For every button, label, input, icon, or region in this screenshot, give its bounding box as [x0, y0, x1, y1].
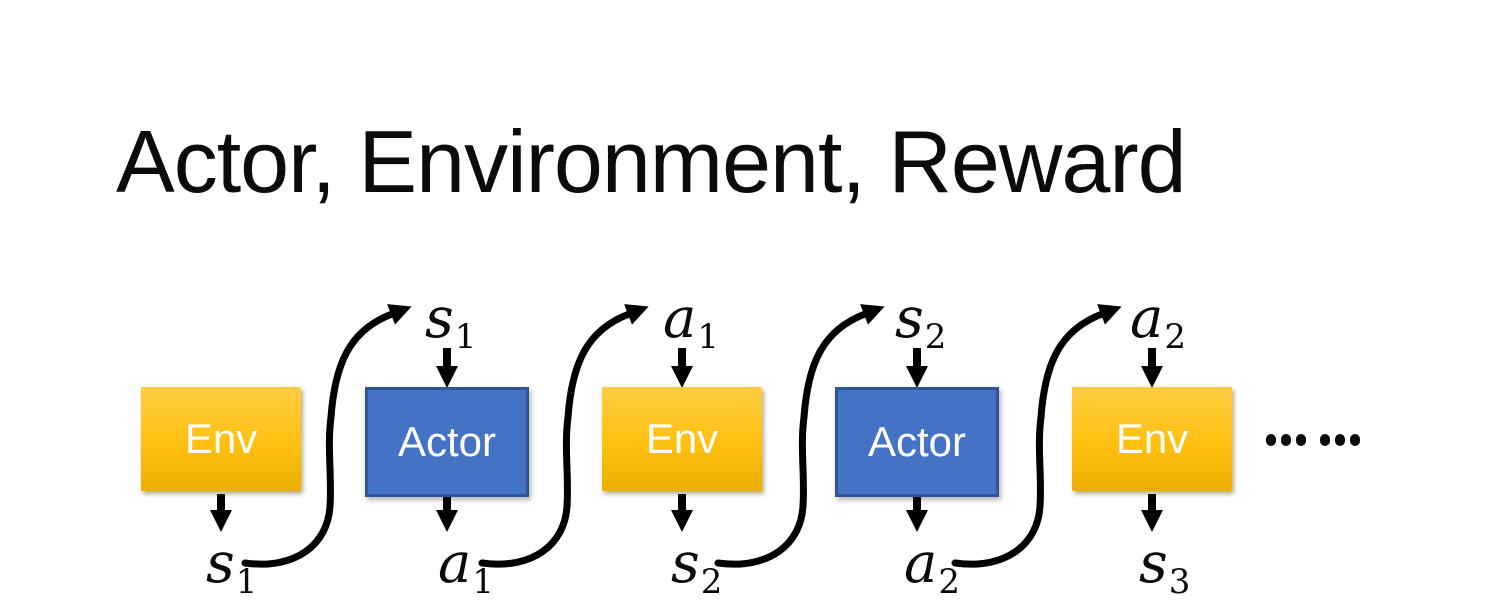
- action-label-a2-top-sub: 2: [1164, 317, 1187, 357]
- action-label-a1-bottom-sub: 1: [472, 562, 495, 602]
- actor-box-1-label: Actor: [397, 418, 497, 465]
- continuation-ellipsis: [1266, 434, 1365, 446]
- action-label-a2-bottom-sub: 2: [938, 562, 961, 602]
- action-label-a1-bottom: a1: [438, 536, 494, 600]
- actor-box-2: Actor: [835, 387, 999, 497]
- slide-title: Actor, Environment, Reward: [116, 112, 1187, 211]
- env-box-1-label: Env: [184, 415, 258, 462]
- action-label-a2-bottom: a2: [904, 536, 960, 600]
- actor-box-2-label: Actor: [867, 418, 967, 465]
- curve-arrow-a2-to-a2: [951, 304, 1122, 568]
- action-label-a1-top-sub: 1: [697, 317, 720, 357]
- state-label-s1-bottom: s1: [206, 536, 257, 600]
- state-label-s1-bottom-sub: 1: [235, 562, 258, 602]
- state-label-s2-bottom-sub: 2: [700, 562, 723, 602]
- state-label-s2-top-sub: 2: [924, 317, 947, 357]
- state-label-s2-top-base: s: [895, 286, 924, 351]
- state-label-s3-bottom-sub: 3: [1168, 562, 1191, 602]
- action-label-a2-top-base: a: [1130, 286, 1164, 351]
- state-label-s1-top: s1: [425, 291, 476, 355]
- action-label-a1-top: a1: [663, 291, 719, 355]
- state-label-s2-bottom-base: s: [671, 531, 700, 596]
- env-box-2-label: Env: [645, 415, 719, 462]
- curve-arrow-s2-to-s2: [714, 304, 885, 568]
- env-box-1: Env: [141, 387, 301, 491]
- state-label-s1-top-sub: 1: [454, 317, 477, 357]
- state-label-s2-bottom: s2: [671, 536, 722, 600]
- state-label-s3-bottom-base: s: [1139, 531, 1168, 596]
- action-label-a2-bottom-base: a: [904, 531, 938, 596]
- action-label-a1-top-base: a: [663, 286, 697, 351]
- action-label-a1-bottom-base: a: [438, 531, 472, 596]
- actor-box-1: Actor: [365, 387, 529, 497]
- state-label-s2-top: s2: [895, 291, 946, 355]
- env-box-3-label: Env: [1115, 415, 1189, 462]
- curve-arrow-a1-to-a1: [478, 304, 649, 568]
- env-box-3: Env: [1072, 387, 1232, 491]
- action-label-a2-top: a2: [1130, 291, 1186, 355]
- env-box-2: Env: [602, 387, 762, 491]
- state-label-s3-bottom: s3: [1139, 536, 1190, 600]
- curve-arrow-s1-to-s1: [241, 304, 412, 568]
- state-label-s1-bottom-base: s: [206, 531, 235, 596]
- state-label-s1-top-base: s: [425, 286, 454, 351]
